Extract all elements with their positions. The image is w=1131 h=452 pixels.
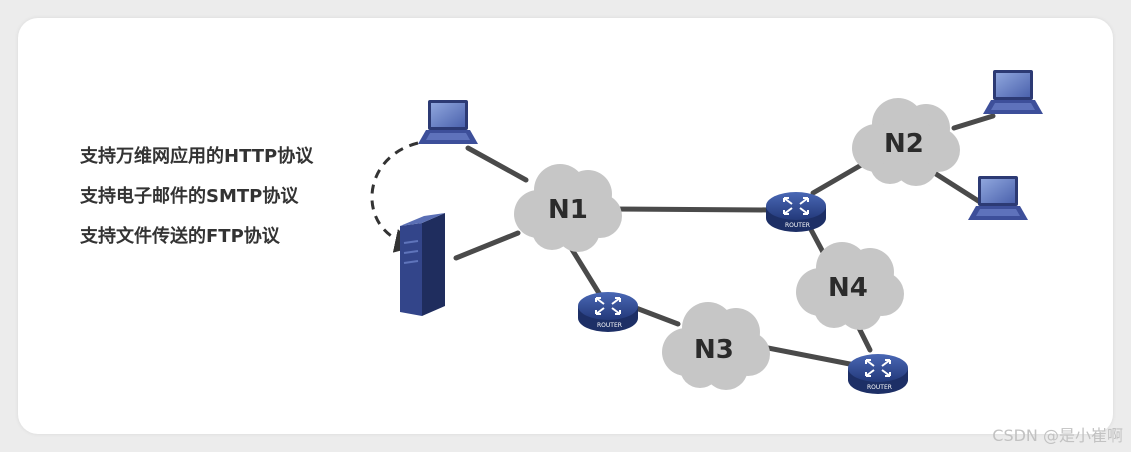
router-label: ROUTER: [597, 322, 622, 329]
link-n2-laptop2: [951, 113, 996, 131]
network-label-n4: N4: [828, 273, 868, 303]
link-n3-router3: [755, 343, 863, 369]
router-1: ROUTER: [765, 191, 827, 233]
diagram-card: N1 N2 N3 N4 ROUTER ROUTER ROUTER: [18, 18, 1113, 434]
network-cloud-n2: N2: [852, 98, 960, 186]
router-label: ROUTER: [785, 222, 810, 229]
laptop-icon: [983, 70, 1043, 114]
feature-http: 支持万维网应用的HTTP协议: [80, 146, 314, 167]
network-cloud-n1: N1: [514, 164, 622, 252]
network-label-n3: N3: [694, 335, 734, 365]
link-n1-router1: [605, 206, 776, 213]
router-label: ROUTER: [867, 384, 892, 391]
link-router2-n3: [633, 305, 681, 327]
network-cloud-n3: N3: [662, 302, 770, 390]
network-label-n2: N2: [884, 129, 924, 159]
link-router1-n2: [810, 161, 866, 196]
dashed-arrow: [370, 141, 419, 253]
watermark: CSDN @是小崔啊: [992, 426, 1123, 445]
network-cloud-n4: N4: [796, 242, 904, 330]
link-server-n1: [453, 230, 521, 261]
protocol-feature-list: 支持万维网应用的HTTP协议 支持电子邮件的SMTP协议 支持文件传送的FTP协…: [80, 146, 313, 266]
laptop-icon: [418, 100, 478, 144]
network-label-n1: N1: [548, 195, 588, 225]
link-laptop1-n1: [465, 145, 529, 183]
feature-smtp: 支持电子邮件的SMTP协议: [80, 186, 299, 207]
link-n1-router2: [565, 240, 605, 301]
network-diagram: N1 N2 N3 N4 ROUTER ROUTER ROUTER: [370, 70, 1043, 395]
server-icon: [400, 213, 445, 316]
link-n2-laptop3: [933, 171, 983, 205]
feature-ftp: 支持文件传送的FTP协议: [80, 226, 280, 247]
router-2: ROUTER: [577, 291, 639, 333]
router-3: ROUTER: [847, 353, 909, 395]
